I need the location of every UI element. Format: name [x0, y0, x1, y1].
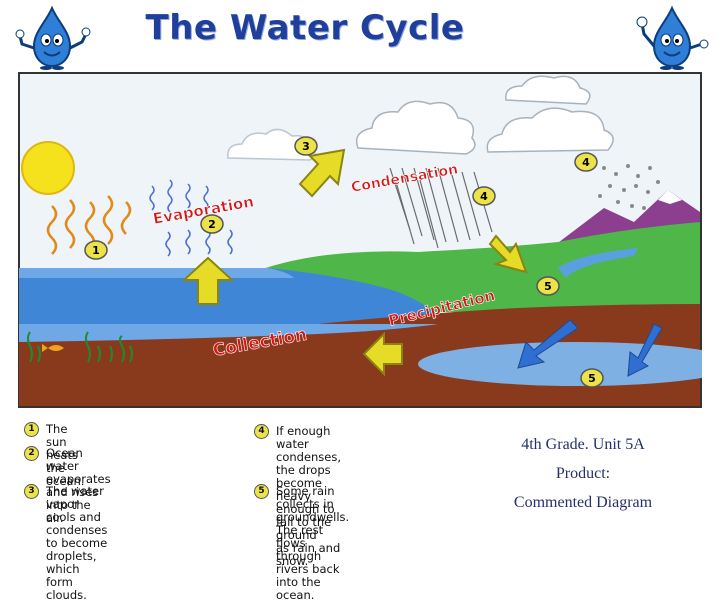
legend-number: 3 — [24, 484, 39, 499]
svg-text:1: 1 — [92, 244, 100, 257]
water-drop-mascot-icon — [15, 5, 91, 70]
sun-icon — [21, 141, 75, 195]
legend-text: Some rain collects in groundwells. The r… — [276, 484, 350, 602]
marker-3: 3 — [294, 136, 318, 156]
marker-1: 1 — [84, 240, 108, 260]
legend-number: 5 — [254, 484, 269, 499]
svg-text:4: 4 — [582, 156, 590, 169]
marker-4b: 4 — [472, 186, 496, 206]
legend-text: The water vapor cools and condenses to b… — [46, 484, 108, 602]
svg-text:5: 5 — [544, 280, 552, 293]
legend-number: 2 — [24, 446, 39, 461]
svg-text:3: 3 — [302, 140, 310, 153]
svg-text:4: 4 — [480, 190, 488, 203]
marker-2: 2 — [200, 214, 224, 234]
ocean — [19, 268, 438, 324]
page-title: The Water Cycle — [145, 8, 465, 48]
legend-text: The sun heats the ocean. — [46, 422, 85, 488]
water-cycle-diagram: Evaporation Condensation Precipitation C… — [18, 72, 702, 408]
seaweed-icon — [27, 331, 133, 363]
snow-icon — [598, 164, 660, 210]
caption-line-3: Commented Diagram — [513, 494, 653, 511]
fish-icon — [42, 344, 64, 352]
marker-4: 4 — [574, 152, 598, 172]
svg-text:2: 2 — [208, 218, 216, 231]
marker-5b: 5 — [580, 368, 604, 388]
heat-waves — [46, 195, 132, 255]
legend-number: 4 — [254, 424, 269, 439]
cloud-icon — [355, 75, 614, 155]
river — [558, 248, 638, 278]
water-drop-mascot-icon — [636, 5, 709, 70]
legend-number: 1 — [24, 422, 39, 437]
caption-line-1: 4th Grade. Unit 5A — [521, 436, 645, 453]
svg-text:5: 5 — [588, 372, 596, 385]
legend-text: Ocean water evaporates and rises into th… — [46, 446, 111, 525]
arrow-icon — [517, 319, 663, 377]
caption-line-2: Product: — [555, 465, 611, 482]
arrow-icon — [181, 148, 528, 377]
vapor-lines — [149, 179, 233, 257]
marker-5: 5 — [536, 276, 560, 296]
